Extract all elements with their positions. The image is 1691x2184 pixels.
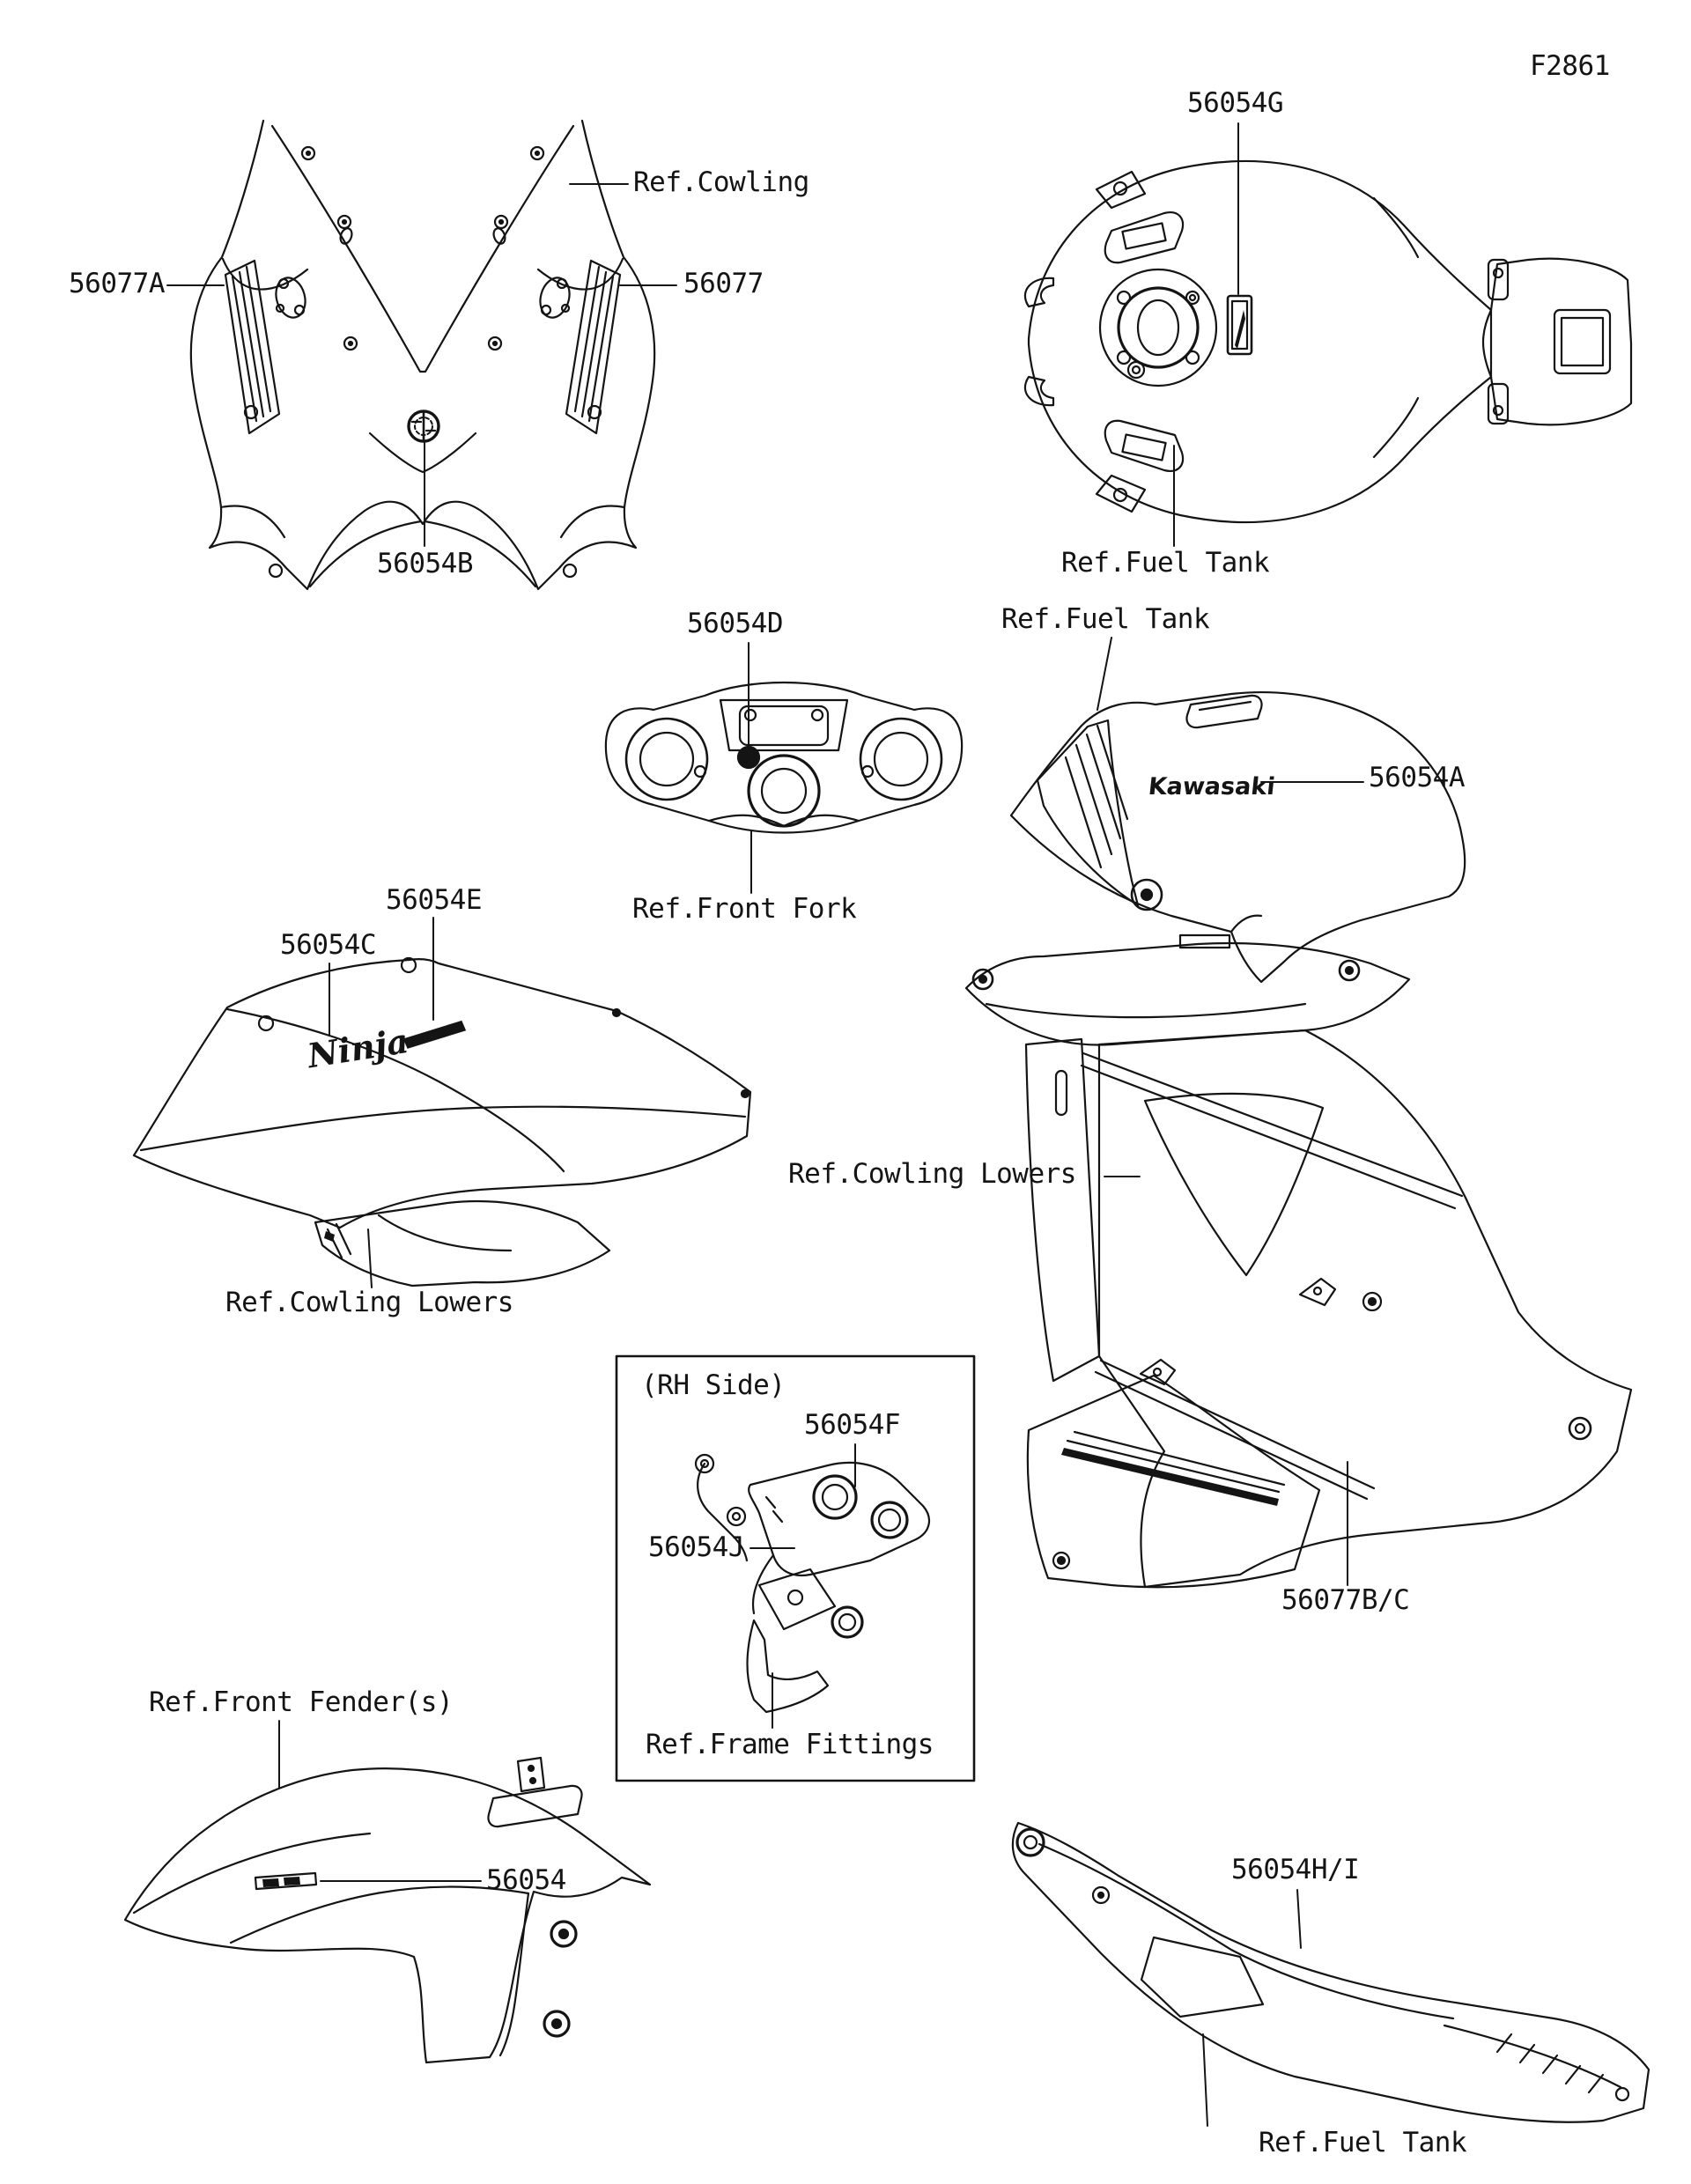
decal-56077A-stripes xyxy=(225,261,279,433)
fuel-filler-cap xyxy=(1100,269,1216,386)
fuel-tank-top-drawing xyxy=(1025,161,1631,522)
part-code-56077BC: 56077B/C xyxy=(1281,1584,1410,1616)
decal-56054D-dot xyxy=(738,747,759,768)
upper-cowling-drawing xyxy=(191,121,654,589)
ref-label-cowling-lowers-right: Ref.Cowling Lowers xyxy=(788,1158,1076,1190)
rh-side-caption: (RH Side) xyxy=(641,1369,786,1401)
front-fork-top-drawing xyxy=(606,682,962,833)
fuel-tank-side-cover-drawing: Kawasaki xyxy=(1011,692,1465,982)
ref-label-fuel-tank-mid: Ref.Fuel Tank xyxy=(1001,603,1210,635)
part-code-56054: 56054 xyxy=(486,1864,566,1896)
cowling-lowers-right-drawing xyxy=(966,935,1631,1587)
part-code-56054E: 56054E xyxy=(386,884,482,916)
decal-56054-stripe xyxy=(255,1873,316,1889)
decal-56077BC-stripes xyxy=(1061,1432,1284,1506)
fuel-tank-trim-drawing xyxy=(1013,1823,1649,2122)
ref-label-cowling-lowers-left: Ref.Cowling Lowers xyxy=(225,1287,513,1318)
part-code-56054C: 56054C xyxy=(280,929,376,961)
kawasaki-logo-decal: Kawasaki xyxy=(1147,773,1276,801)
decal-56077-stripes xyxy=(566,261,620,433)
figure-code: F2861 xyxy=(1530,50,1610,82)
part-code-56054F: 56054F xyxy=(804,1409,900,1441)
ref-label-front-fork: Ref.Front Fork xyxy=(632,893,857,925)
ref-label-front-fenders: Ref.Front Fender(s) xyxy=(149,1686,454,1718)
leader-lines xyxy=(167,123,1363,2126)
part-code-56077A: 56077A xyxy=(69,268,165,299)
cowling-screw-holes xyxy=(245,147,601,577)
part-code-56054HI: 56054H/I xyxy=(1231,1854,1360,1885)
cowling-mount-plates xyxy=(272,226,574,321)
ref-label-cowling: Ref.Cowling xyxy=(633,166,809,198)
part-code-56054B: 56054B xyxy=(377,548,473,579)
part-code-56054G: 56054G xyxy=(1187,87,1283,119)
ref-label-fuel-tank-bottom: Ref.Fuel Tank xyxy=(1259,2127,1467,2158)
part-code-56054D: 56054D xyxy=(687,608,783,639)
part-code-56077: 56077 xyxy=(683,268,764,299)
decal-56054B-emblem xyxy=(409,411,439,441)
decal-56054G xyxy=(1228,296,1252,354)
frame-fitting-bracket-drawing xyxy=(696,1455,929,1712)
part-code-56054A: 56054A xyxy=(1369,762,1465,793)
cowling-lowers-left-drawing: Ninja xyxy=(134,958,750,1286)
part-code-56054J: 56054J xyxy=(648,1531,744,1563)
ref-label-fuel-tank-top: Ref.Fuel Tank xyxy=(1061,547,1270,579)
front-fender-drawing xyxy=(125,1758,650,2062)
rh-side-box xyxy=(617,1356,974,1781)
svg-text:Ninja: Ninja xyxy=(304,1021,411,1076)
ref-label-frame-fittings: Ref.Frame Fittings xyxy=(646,1729,934,1760)
